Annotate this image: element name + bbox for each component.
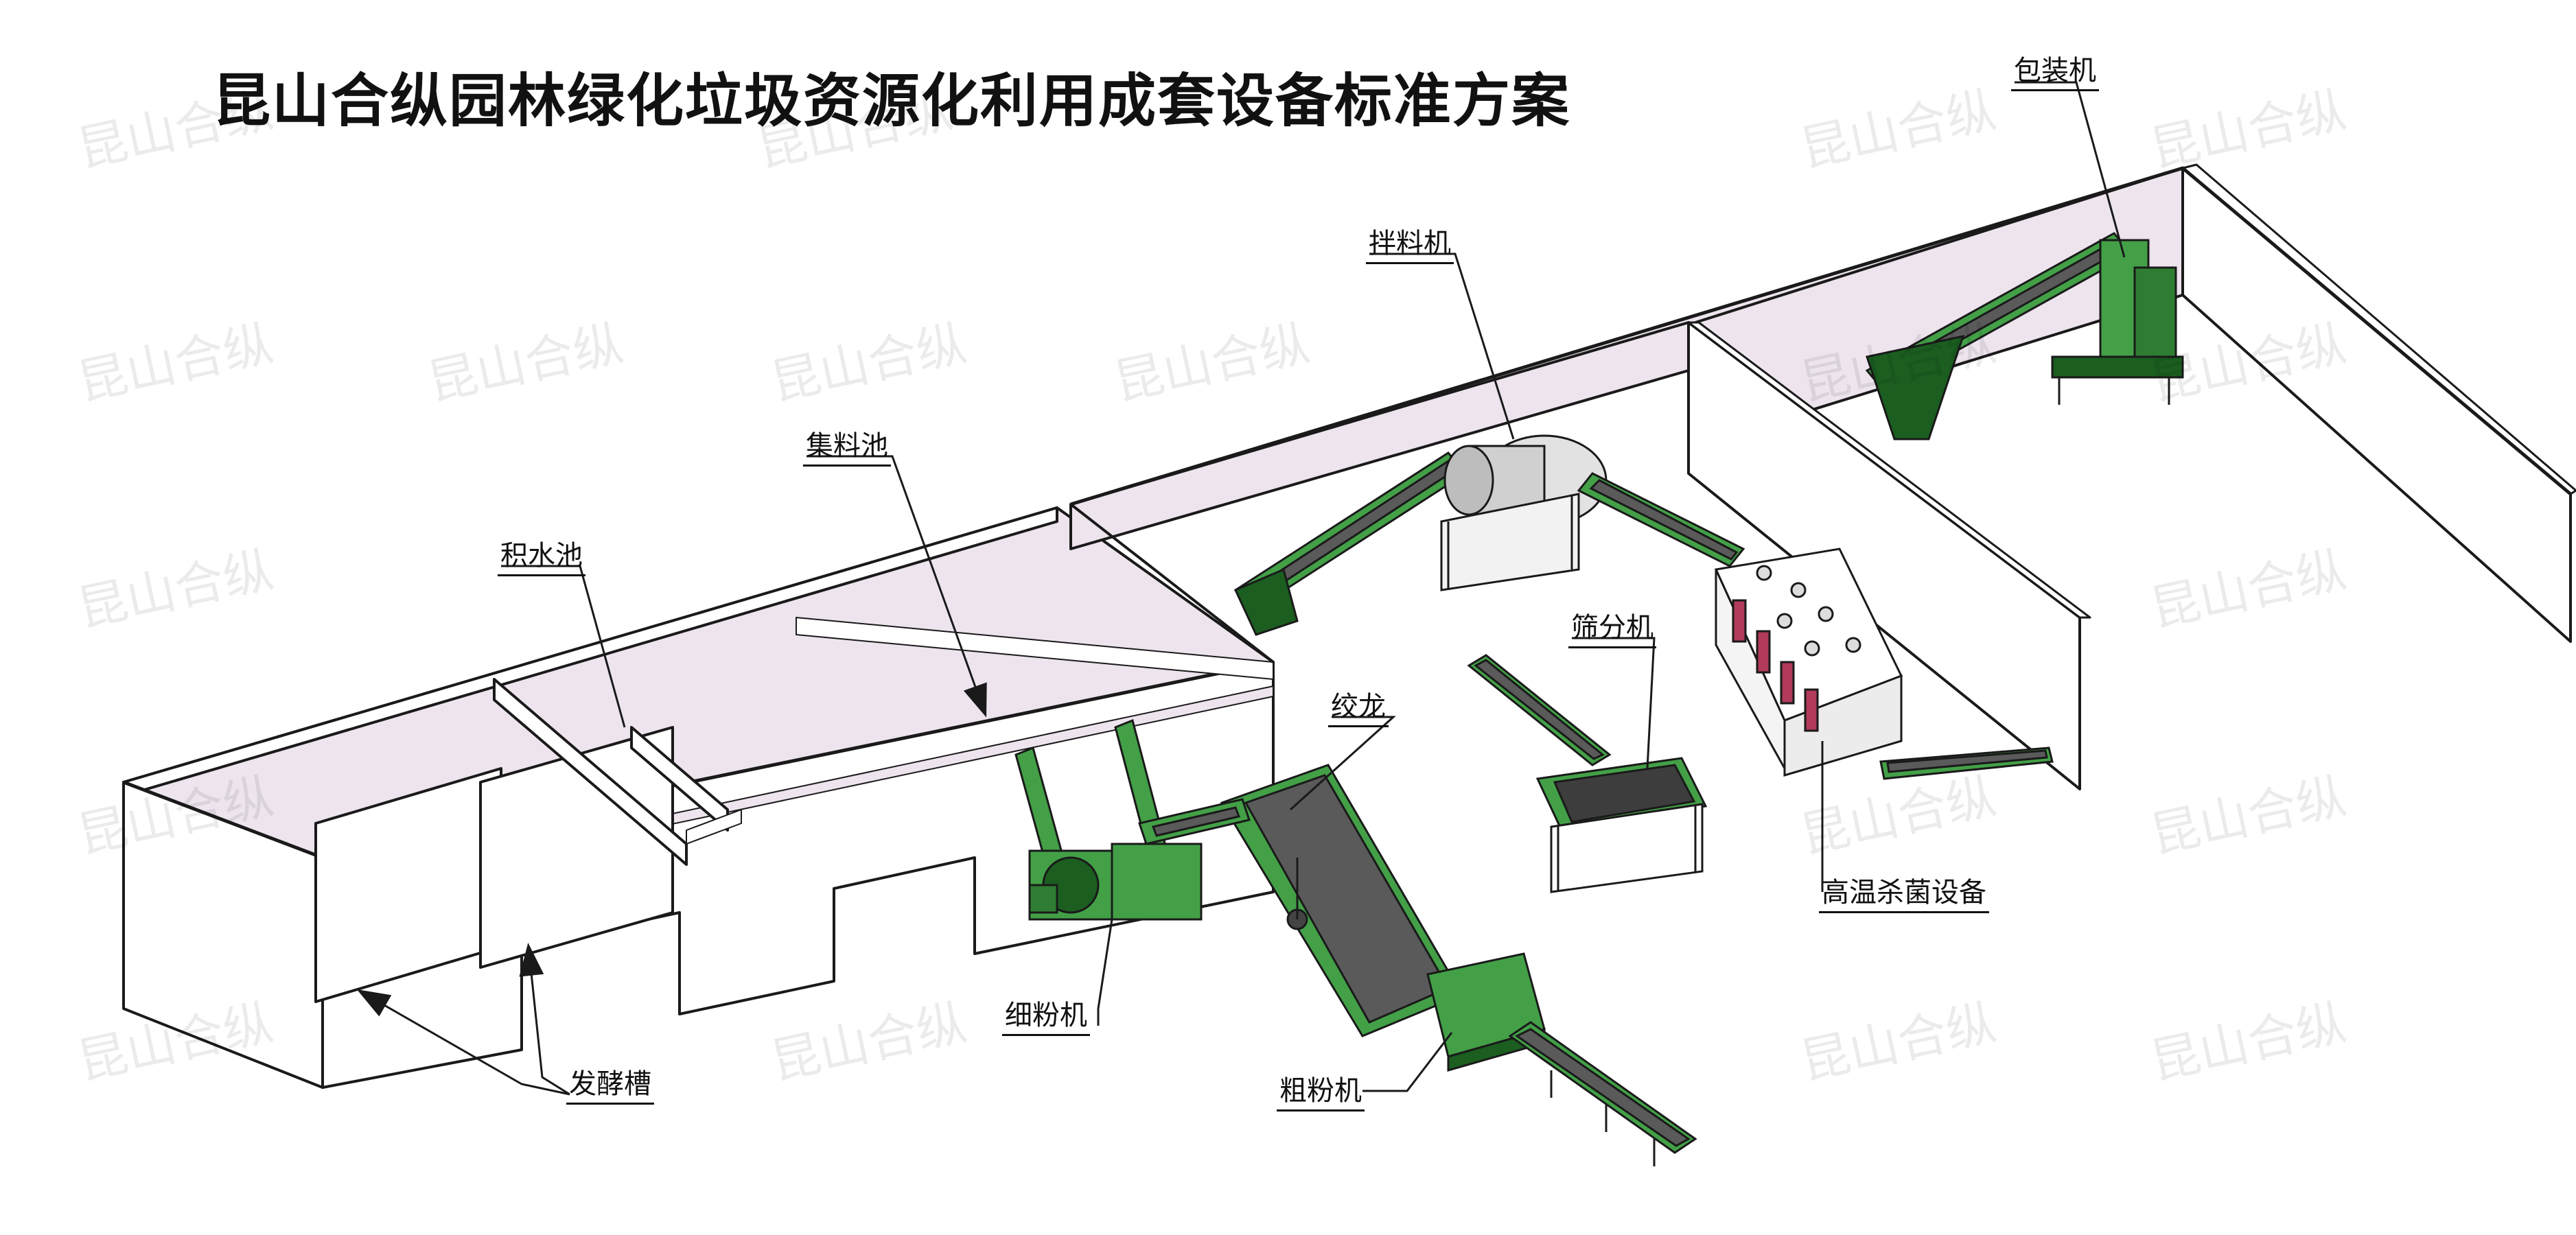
leader-coarse: [1362, 1032, 1453, 1092]
leader-ferment-b: [519, 943, 570, 1096]
packing-machine: [1865, 232, 2184, 440]
leader-lines: [356, 81, 2126, 1096]
mixer-machine: [1233, 434, 1745, 636]
leader-ferment-a: [356, 989, 570, 1096]
label-collection-pool: 集料池: [803, 423, 891, 467]
fermentation-building: [122, 506, 1275, 1089]
leader-water: [501, 565, 626, 728]
fine-crusher-machine: [1014, 718, 1308, 930]
equipment-hall: [1069, 163, 2576, 790]
sterilizer-machine: [1714, 548, 2054, 780]
label-fine-crusher: 细粉机: [1002, 993, 1090, 1036]
label-mixer: 拌料机: [1366, 221, 1454, 264]
leader-packing: [2015, 81, 2126, 258]
label-fermentation-tank: 发酵槽: [566, 1061, 654, 1105]
coarse-crusher-line: [1220, 764, 1697, 1166]
screening-machine: [1467, 654, 1708, 893]
leader-fine: [1097, 919, 1113, 1026]
leader-collection: [807, 455, 987, 718]
diagram-title: 昆山合纵园林绿化垃圾资源化利用成套设备标准方案: [213, 67, 1571, 134]
leader-mixer: [1369, 252, 1515, 440]
label-water-pool: 积水池: [498, 533, 585, 576]
label-sterilizer: 高温杀菌设备: [1819, 870, 1989, 913]
label-packing-machine: 包装机: [2011, 48, 2099, 91]
label-screening-machine: 筛分机: [1568, 605, 1656, 648]
leader-screening: [1572, 637, 1656, 769]
leader-auger: [1289, 716, 1396, 811]
label-auger: 绞龙: [1328, 684, 1389, 727]
label-coarse-crusher: 粗粉机: [1277, 1068, 1365, 1112]
